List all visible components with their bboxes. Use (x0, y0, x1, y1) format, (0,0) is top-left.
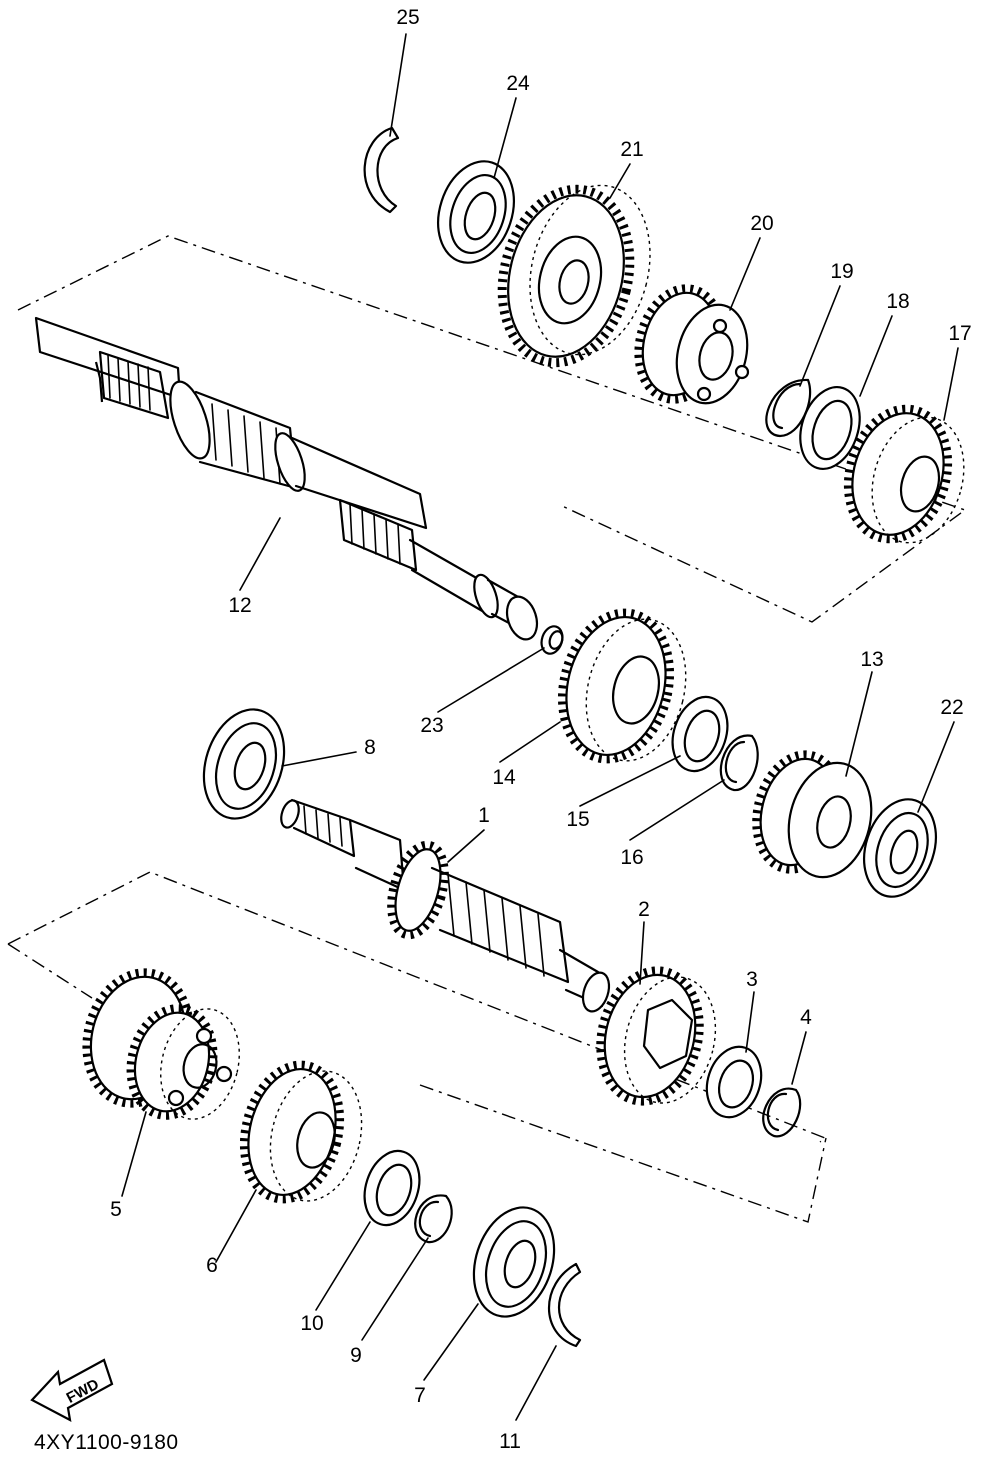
gear-17 (843, 404, 965, 544)
circlip-16 (719, 734, 759, 792)
circlip-4 (762, 1087, 802, 1138)
callout-23: 23 (420, 714, 443, 737)
callout-25: 25 (396, 6, 419, 29)
callout-1: 1 (478, 804, 490, 827)
main-axle (34, 316, 539, 641)
bearing-22 (863, 798, 937, 898)
gear-14 (557, 608, 687, 764)
lower-group-outline (7, 871, 827, 1143)
callout-16: 16 (620, 846, 643, 869)
callout-21: 21 (620, 138, 643, 161)
gear-20 (634, 284, 750, 405)
gear-21 (497, 184, 651, 368)
callout-14: 14 (492, 766, 516, 789)
lower-group-outline-c (419, 1084, 827, 1223)
callout-7: 7 (414, 1384, 426, 1407)
callout-19: 19 (830, 260, 853, 283)
callout-8: 8 (364, 736, 376, 759)
circlip-25 (363, 126, 400, 214)
callout-11: 11 (499, 1430, 521, 1453)
callout-20: 20 (750, 212, 773, 235)
leader-lines (121, 33, 959, 1421)
washer-10 (363, 1149, 421, 1227)
lower-group-outline-b (7, 943, 93, 999)
callout-15: 15 (566, 808, 589, 831)
fwd-arrow-icon: FWD (30, 1358, 114, 1423)
callout-13: 13 (860, 648, 883, 671)
circlip-19 (765, 378, 812, 438)
callout-24: 24 (506, 72, 530, 95)
washer-3 (705, 1045, 763, 1119)
drive-axle (280, 798, 611, 1013)
gear-13 (752, 750, 873, 879)
callout-12: 12 (228, 594, 251, 617)
callout-22: 22 (940, 696, 963, 719)
drawing-code: 4XY1100-9180 (34, 1431, 179, 1454)
callout-5: 5 (110, 1198, 122, 1221)
bearing-8 (202, 708, 286, 820)
callout-2: 2 (638, 898, 650, 921)
circlip-11 (547, 1262, 582, 1348)
callout-9: 9 (350, 1344, 362, 1367)
washer-15 (671, 695, 729, 773)
gear-6 (239, 1060, 363, 1204)
callout-18: 18 (886, 290, 909, 313)
callout-4: 4 (800, 1006, 812, 1029)
washer-18 (799, 386, 861, 470)
callout-3: 3 (746, 968, 758, 991)
bearing-24 (437, 160, 515, 264)
bearing-7 (472, 1206, 556, 1318)
gear-2 (596, 966, 717, 1106)
collar-23 (540, 625, 564, 655)
callout-6: 6 (206, 1254, 218, 1277)
callout-10: 10 (300, 1312, 323, 1335)
gear-5 (82, 968, 240, 1120)
callout-17: 17 (948, 322, 971, 345)
circlip-9 (414, 1194, 453, 1244)
